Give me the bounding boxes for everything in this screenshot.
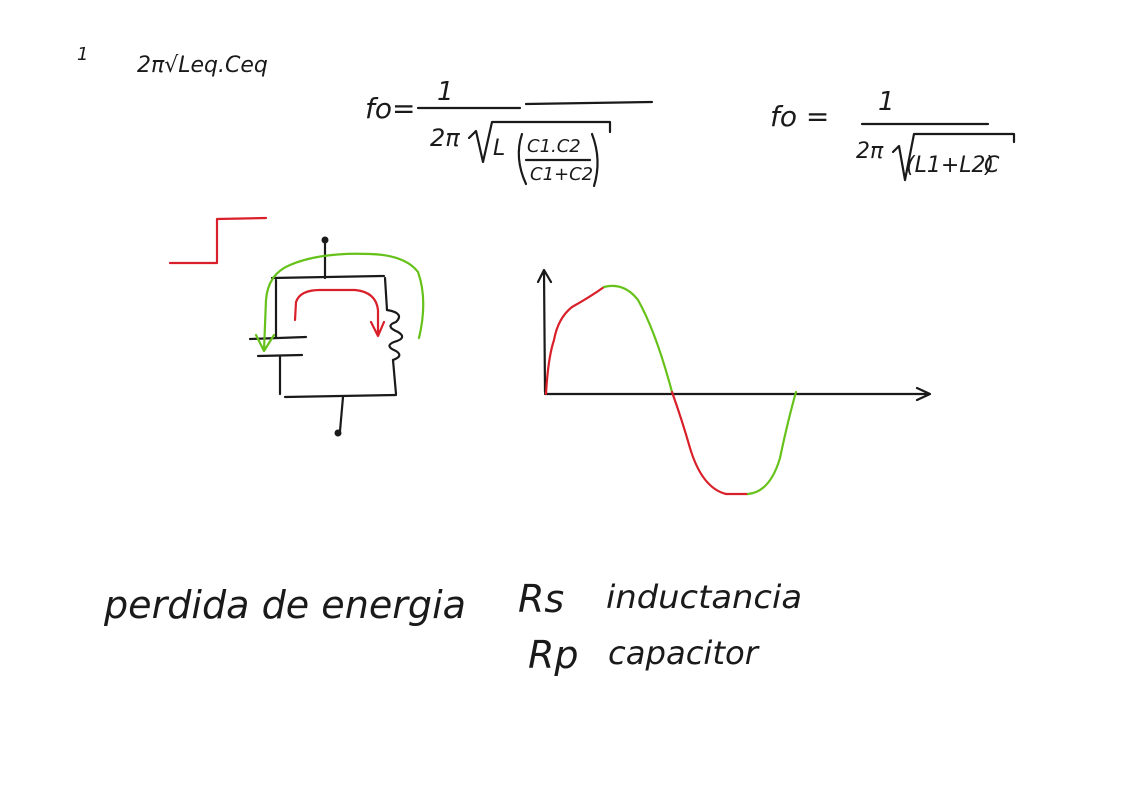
formula-series-capacitors: fo= 1 2π L C1.C2 C1+C2 xyxy=(365,77,654,188)
top-rail-wire xyxy=(270,274,386,280)
formula-right-C: C xyxy=(984,153,1000,178)
formula-middle-L: L xyxy=(493,136,505,161)
formula-series-inductors: fo = 1 2π (L1+L2) C xyxy=(770,87,1016,182)
note-energy-loss: perdida de energia xyxy=(103,583,466,627)
bottom-terminal-wire xyxy=(338,395,345,433)
formula-right-l-sum: (L1+L2) xyxy=(906,153,994,178)
formula-right-sqrt-sign xyxy=(891,132,1016,182)
formula-middle-two-pi: 2π xyxy=(430,124,460,152)
formula-middle-fraction-bar xyxy=(416,100,654,110)
notes: perdida de energia Rs inductancia Rp cap… xyxy=(103,577,802,677)
capacitor-plate-top xyxy=(248,335,308,341)
formula-middle-c-product: C1.C2 xyxy=(527,136,581,157)
capacitor-plate-bottom xyxy=(256,353,304,358)
formula-right-lhs: fo = xyxy=(770,100,829,133)
waveform-segment-2-green xyxy=(602,284,674,394)
top-terminal-dot xyxy=(321,236,329,244)
bottom-terminal-dot xyxy=(334,429,342,437)
note-rp-label: Rp xyxy=(528,633,579,677)
formula-top-left-one: 1 xyxy=(77,44,88,65)
waveform-plot xyxy=(536,268,932,496)
bottom-rail-wire xyxy=(283,393,398,399)
green-current-arrow xyxy=(254,252,425,353)
step-input-signal xyxy=(168,216,268,265)
formula-middle-inner-paren-open xyxy=(517,132,528,186)
waveform-x-axis xyxy=(543,386,932,402)
waveform-segment-1-red xyxy=(544,285,606,396)
right-branch-lower-wire xyxy=(391,358,398,396)
formula-right-numerator: 1 xyxy=(878,87,895,117)
right-branch-wire xyxy=(383,276,389,312)
formula-top-left: 1 2π√Leq.Ceq xyxy=(77,44,268,78)
note-rs-label: Rs xyxy=(518,577,564,621)
waveform-y-axis xyxy=(536,268,553,394)
formula-middle-numerator: 1 xyxy=(437,77,454,107)
formula-top-left-denominator: 2π√Leq.Ceq xyxy=(137,53,268,78)
note-rp-text: capacitor xyxy=(608,634,760,672)
formula-middle-lhs: fo= xyxy=(365,92,415,125)
red-current-arrow xyxy=(293,288,386,338)
formula-middle-sqrt-sign xyxy=(467,120,612,164)
formula-middle-c-sum: C1+C2 xyxy=(530,164,593,185)
waveform-segment-4-green xyxy=(746,390,798,496)
inductor-coil xyxy=(385,308,404,362)
waveform-segment-3-red xyxy=(670,390,750,496)
lc-tank-circuit xyxy=(248,236,425,437)
formula-right-two-pi: 2π xyxy=(856,139,884,164)
formula-middle-inner-paren-close xyxy=(590,132,599,188)
note-rs-text: inductancia xyxy=(606,578,802,616)
